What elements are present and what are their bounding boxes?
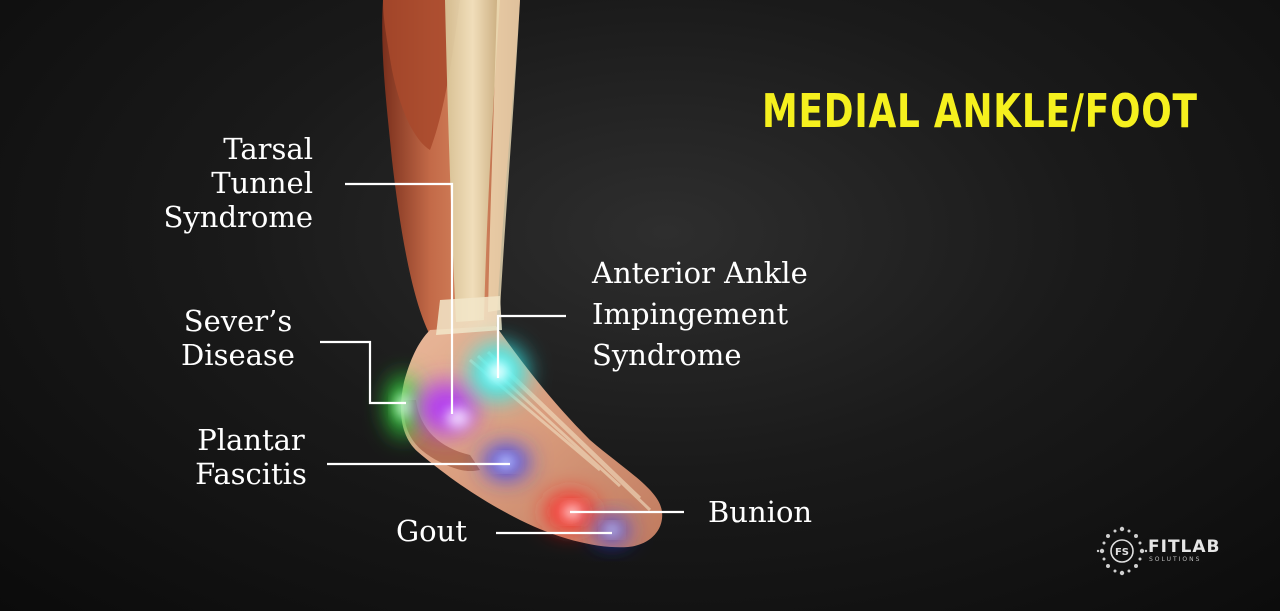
label-gout: Gout — [396, 514, 467, 548]
label-line: Impingement — [592, 297, 789, 331]
fitlab-logo-icon: FS — [1096, 526, 1148, 576]
label-line: Tunnel — [211, 166, 313, 200]
label-plantar-fascitis: Plantar Fascitis — [190, 423, 312, 491]
label-anterior-ankle: Anterior Ankle Impingement Syndrome — [592, 253, 808, 376]
logo-subtitle: SOLUTIONS — [1149, 556, 1202, 563]
label-line: Anterior Ankle — [592, 256, 808, 290]
label-line: Syndrome — [163, 200, 313, 234]
leader-anterior — [496, 314, 566, 378]
foot-tendons — [469, 350, 652, 512]
label-line: Syndrome — [592, 338, 742, 372]
ankle-band — [436, 296, 502, 335]
purple-glow — [416, 382, 476, 434]
label-line: Fascitis — [195, 457, 307, 491]
achilles-tendon — [445, 0, 500, 322]
calf-muscle — [383, 0, 460, 150]
leader-tarsal — [345, 182, 454, 414]
label-line: Tarsal — [223, 132, 313, 166]
label-severs-disease: Sever’s Disease — [178, 304, 298, 372]
foot-body — [400, 326, 663, 548]
leader-lines — [320, 182, 684, 535]
logo-name: FITLAB — [1148, 537, 1221, 557]
label-bunion: Bunion — [708, 495, 813, 529]
leader-severs — [320, 340, 406, 405]
label-tarsal-tunnel: Tarsal Tunnel Syndrome — [160, 132, 313, 234]
label-line: Disease — [181, 338, 295, 372]
heel-shadow — [403, 400, 480, 472]
glow-spots — [388, 344, 628, 542]
fitlab-logo: FS FITLAB SOLUTIONS — [1096, 523, 1236, 579]
label-line: Sever’s — [183, 304, 293, 338]
shin-tendon — [488, 0, 520, 312]
logo-mark: FS — [1115, 547, 1129, 558]
diagram-title: MEDIAL ANKLE/FOOT — [762, 84, 1198, 138]
label-line: Plantar — [197, 423, 305, 457]
